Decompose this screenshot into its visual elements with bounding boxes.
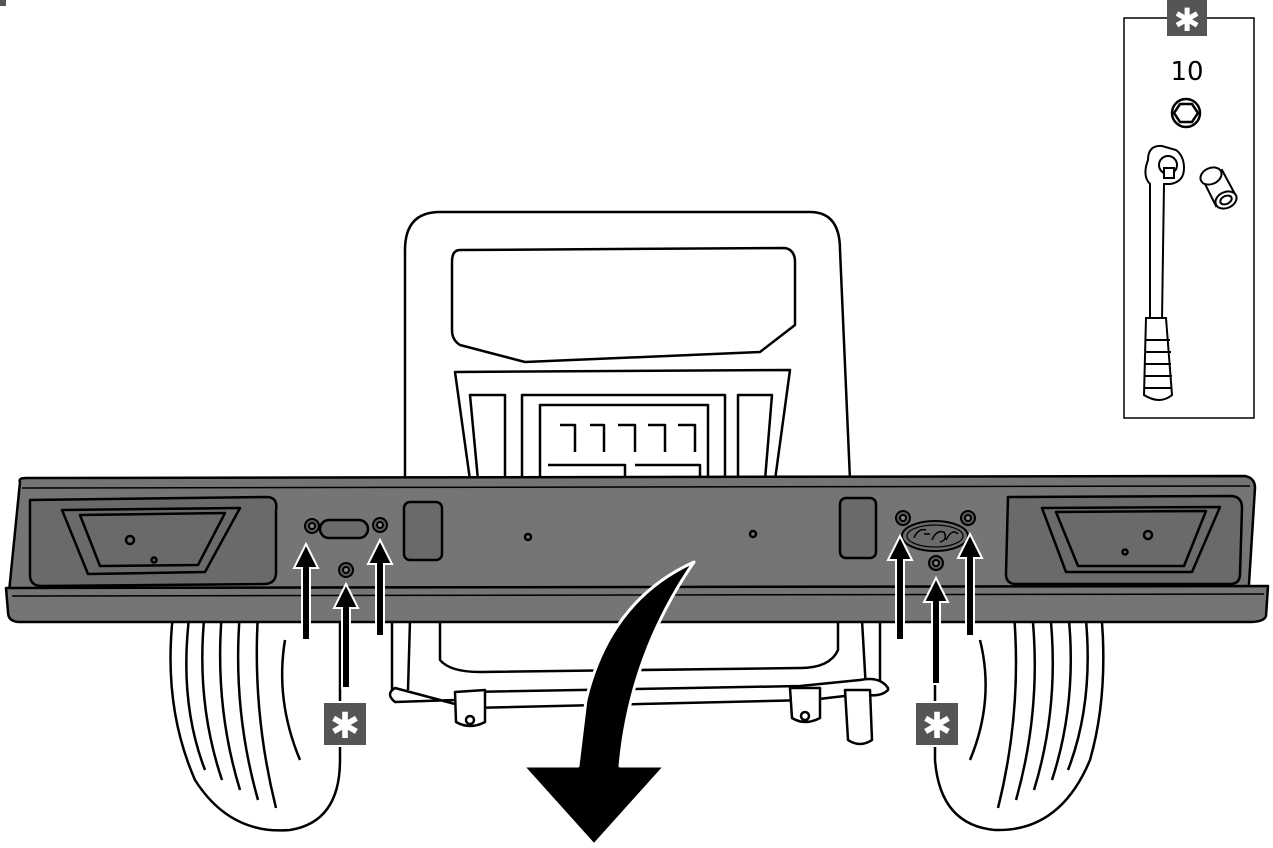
hex-socket-icon: [1170, 97, 1202, 129]
truck-cab: [403, 210, 852, 482]
asterisk-callout-right: ✱: [914, 701, 960, 747]
corner-mark: [0, 0, 6, 6]
tool-size-label: 10: [1170, 57, 1203, 87]
bolt-left-2: [372, 517, 388, 533]
bolt-right-3: [928, 555, 944, 571]
bolts: [304, 510, 976, 578]
socket-icon: [1199, 166, 1238, 210]
left-wheel: [169, 598, 342, 832]
rear-bumper: [4, 474, 1270, 624]
removal-arrow-icon: [521, 560, 696, 847]
up-arrow-icon: [332, 581, 360, 689]
undercarriage: [388, 608, 890, 746]
up-arrow-icon: [366, 537, 394, 637]
asterisk-callout-left: ✱: [322, 701, 368, 747]
axle-bracket-right: [788, 686, 822, 724]
bolt-right-2: [960, 510, 976, 526]
right-wheel: [933, 598, 1105, 832]
bolt-right-1: [895, 510, 911, 526]
up-arrow-icon: [886, 533, 914, 641]
asterisk-callout-icon: ✱: [1174, 1, 1201, 39]
axle-bracket-left: [453, 688, 487, 728]
ratchet-icon: [1142, 144, 1186, 401]
up-arrow-icon: [292, 541, 320, 641]
up-arrow-icon: [956, 531, 984, 637]
tool-panel: ✱ 10: [1123, 0, 1255, 419]
asterisk-callout-icon: ✱: [922, 706, 952, 747]
rear-window: [450, 246, 797, 364]
bolt-left-3: [338, 562, 354, 578]
ford-badge-icon: [901, 520, 969, 552]
asterisk-callout-icon: ✱: [330, 706, 360, 747]
bolt-left-1: [304, 518, 320, 534]
up-arrows: [292, 531, 984, 689]
up-arrow-icon: [922, 575, 950, 685]
